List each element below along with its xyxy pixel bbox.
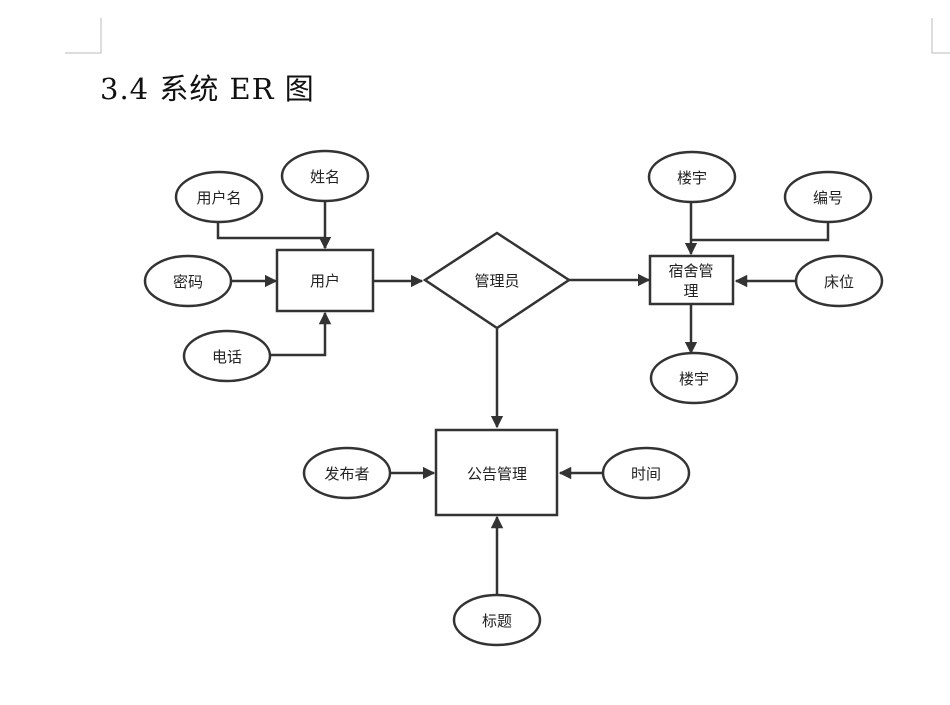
attribute-number [783, 170, 873, 224]
attribute-time [601, 446, 691, 500]
entity-user-label: 用户 [310, 272, 340, 290]
edge-phone-user [270, 311, 332, 357]
relationship-admin-label: 管理员 [474, 272, 519, 290]
relationship-admin [422, 231, 572, 330]
attribute-phone [182, 329, 272, 383]
entity-dorm [648, 254, 735, 306]
attribute-building-top-label: 楼宇 [677, 169, 707, 187]
attribute-number-label: 编号 [813, 189, 843, 207]
attribute-building-bottom-label: 楼宇 [679, 370, 709, 388]
attribute-name-label: 姓名 [310, 168, 340, 186]
attribute-title [452, 593, 542, 647]
edge-number-dorm [691, 221, 830, 242]
attribute-time-label: 时间 [631, 465, 661, 483]
edges [216, 202, 830, 594]
attribute-bed [794, 254, 884, 308]
attribute-username-label: 用户名 [196, 189, 241, 207]
entity-dorm-label-line1: 宿舍管 [668, 262, 713, 280]
attribute-password-label: 密码 [173, 273, 203, 291]
attribute-building-bottom [649, 351, 739, 405]
edge-username-user [216, 219, 332, 250]
attribute-phone-label: 电话 [212, 348, 242, 366]
attribute-name [280, 149, 370, 203]
entity-dorm-label-line2: 理 [683, 282, 698, 300]
entity-notice-label: 公告管理 [467, 465, 527, 483]
entity-notice [434, 428, 559, 517]
attribute-title-label: 标题 [482, 612, 512, 630]
section-heading: 3.4 系统 ER 图 [100, 72, 315, 106]
attribute-building-top [647, 150, 737, 204]
attribute-publisher-label: 发布者 [324, 465, 369, 483]
attribute-bed-label: 床位 [824, 273, 854, 291]
entity-user [275, 248, 375, 313]
attribute-username [174, 170, 264, 224]
attribute-password [143, 254, 233, 308]
attribute-publisher [302, 446, 392, 500]
